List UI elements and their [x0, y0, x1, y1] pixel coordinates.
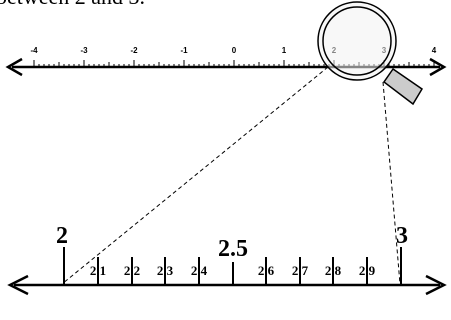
- magnifier-handle: [382, 67, 424, 106]
- zoom-start-label: 2: [56, 223, 68, 249]
- zoom-left-arrowhead: [7, 274, 29, 296]
- top-tick-label: 0: [232, 46, 237, 55]
- zoom-end-label: 3: [396, 223, 408, 249]
- magnifier-lens-rim: [322, 6, 392, 76]
- zoom-tenth-label: 2.4: [191, 263, 208, 278]
- top-left-arrowhead: [5, 57, 23, 77]
- zoom-tenth-label: 2.3: [157, 263, 174, 278]
- zoom-tenth-label: 2.2: [124, 263, 140, 278]
- caption: between 2 and 3.: [0, 0, 145, 9]
- top-tick-label: -3: [80, 46, 88, 55]
- zoom-tenth-label: 2.6: [258, 263, 275, 278]
- top-tick-label: -2: [130, 46, 138, 55]
- zoom-mid-label: 2.5: [218, 236, 248, 262]
- zoom-tenth-label: 2.7: [292, 263, 309, 278]
- zoom-connector-right: [382, 81, 401, 285]
- zoom-connector-left: [61, 66, 329, 285]
- magnifying-glass-icon: [317, 1, 424, 106]
- magnifier-lens: [317, 1, 397, 81]
- zoom-tenth-label: 2.1: [90, 263, 106, 278]
- top-right-arrowhead: [429, 57, 447, 77]
- zoom-right-arrowhead: [425, 274, 447, 296]
- zoomed-number-line: 2 3 2.5 2.1 2.2 2.3 2.4 2.6 2.7 2.8 2.9: [7, 223, 447, 296]
- zoom-tenth-label: 2.8: [325, 263, 342, 278]
- top-tick-label: 4: [432, 46, 437, 55]
- top-tick-label: 1: [282, 46, 287, 55]
- top-tick-label: -1: [180, 46, 188, 55]
- top-tick-label: -4: [30, 46, 38, 55]
- zoom-tenth-label: 2.9: [359, 263, 376, 278]
